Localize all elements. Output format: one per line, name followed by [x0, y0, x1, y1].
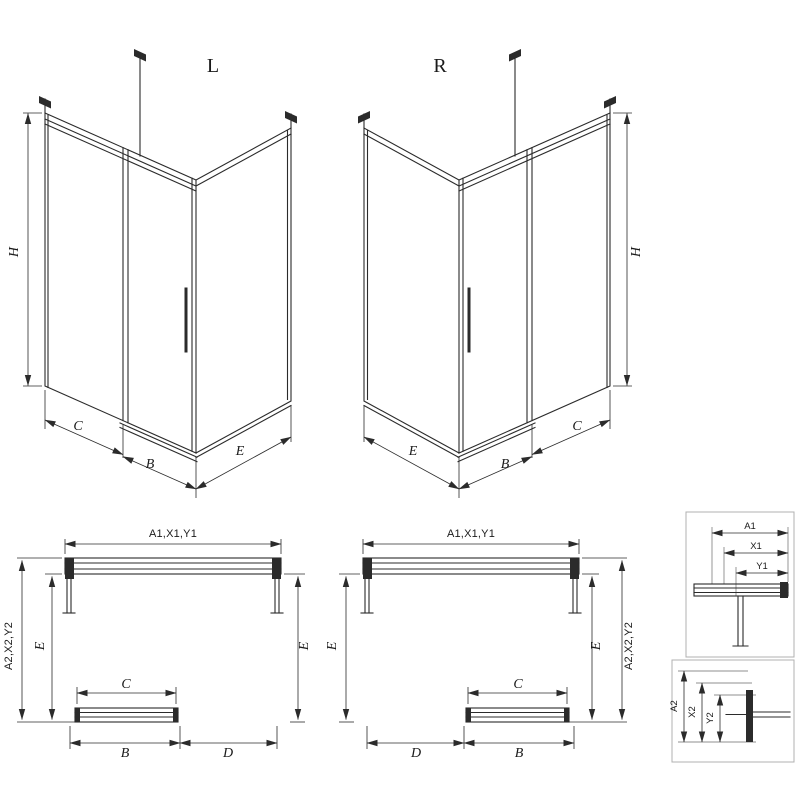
detail-view-bottom: A2 X2 Y2: [669, 659, 795, 763]
dim-label-e-right: E: [589, 641, 604, 651]
bottom-profile-section: [725, 690, 791, 742]
dim-label-x1: X1: [750, 541, 762, 552]
dim-label-c: C: [73, 419, 83, 434]
dim-label-b: B: [146, 457, 155, 472]
dim-label-a1: A1: [744, 521, 756, 532]
dim-label-e-left: E: [33, 641, 48, 651]
detail-view-top: A1 X1 Y1: [685, 511, 795, 658]
dim-label-c: C: [572, 419, 582, 434]
dim-label-a1x1y1: A1,X1,Y1: [149, 528, 197, 540]
plan-drawing-right: [339, 539, 627, 749]
iso-drawing-right: [358, 49, 632, 498]
iso-drawing-left: [23, 49, 297, 498]
dim-label-a2x2y2: A2,X2,Y2: [623, 622, 635, 670]
plan-view-right: A1,X1,Y1 A2,X2,Y2 E E C D B: [325, 528, 635, 761]
dim-label-d: D: [410, 746, 421, 761]
dim-label-e-right: E: [297, 641, 312, 651]
dim-label-b: B: [501, 457, 510, 472]
dim-label-a2: A2: [669, 700, 680, 712]
dim-label-h: H: [7, 246, 22, 258]
dim-label-d: D: [222, 746, 233, 761]
dim-label-c: C: [121, 677, 131, 692]
dim-label-e: E: [408, 444, 418, 459]
dim-label-a1x1y1: A1,X1,Y1: [447, 528, 495, 540]
variant-label-left: L: [207, 55, 219, 77]
dim-label-a2x2y2: A2,X2,Y2: [3, 622, 15, 670]
dim-label-y1: Y1: [756, 561, 768, 572]
dim-label-h: H: [629, 246, 644, 258]
dim-label-y2: Y2: [705, 712, 716, 724]
dim-label-c: C: [513, 677, 523, 692]
dim-label-b: B: [515, 746, 524, 761]
dim-label-e: E: [235, 444, 245, 459]
variant-label-right: R: [433, 55, 447, 77]
dim-label-b: B: [121, 746, 130, 761]
dim-label-e-left: E: [325, 641, 340, 651]
iso-view-left: L H C B E: [7, 49, 297, 498]
iso-view-right: R H E B C: [358, 49, 644, 498]
dim-label-x2: X2: [687, 706, 698, 718]
corner-profile-section: [693, 582, 789, 647]
plan-drawing-left: [17, 539, 305, 749]
plan-view-left: A1,X1,Y1 A2,X2,Y2 E E C B D: [3, 528, 312, 761]
